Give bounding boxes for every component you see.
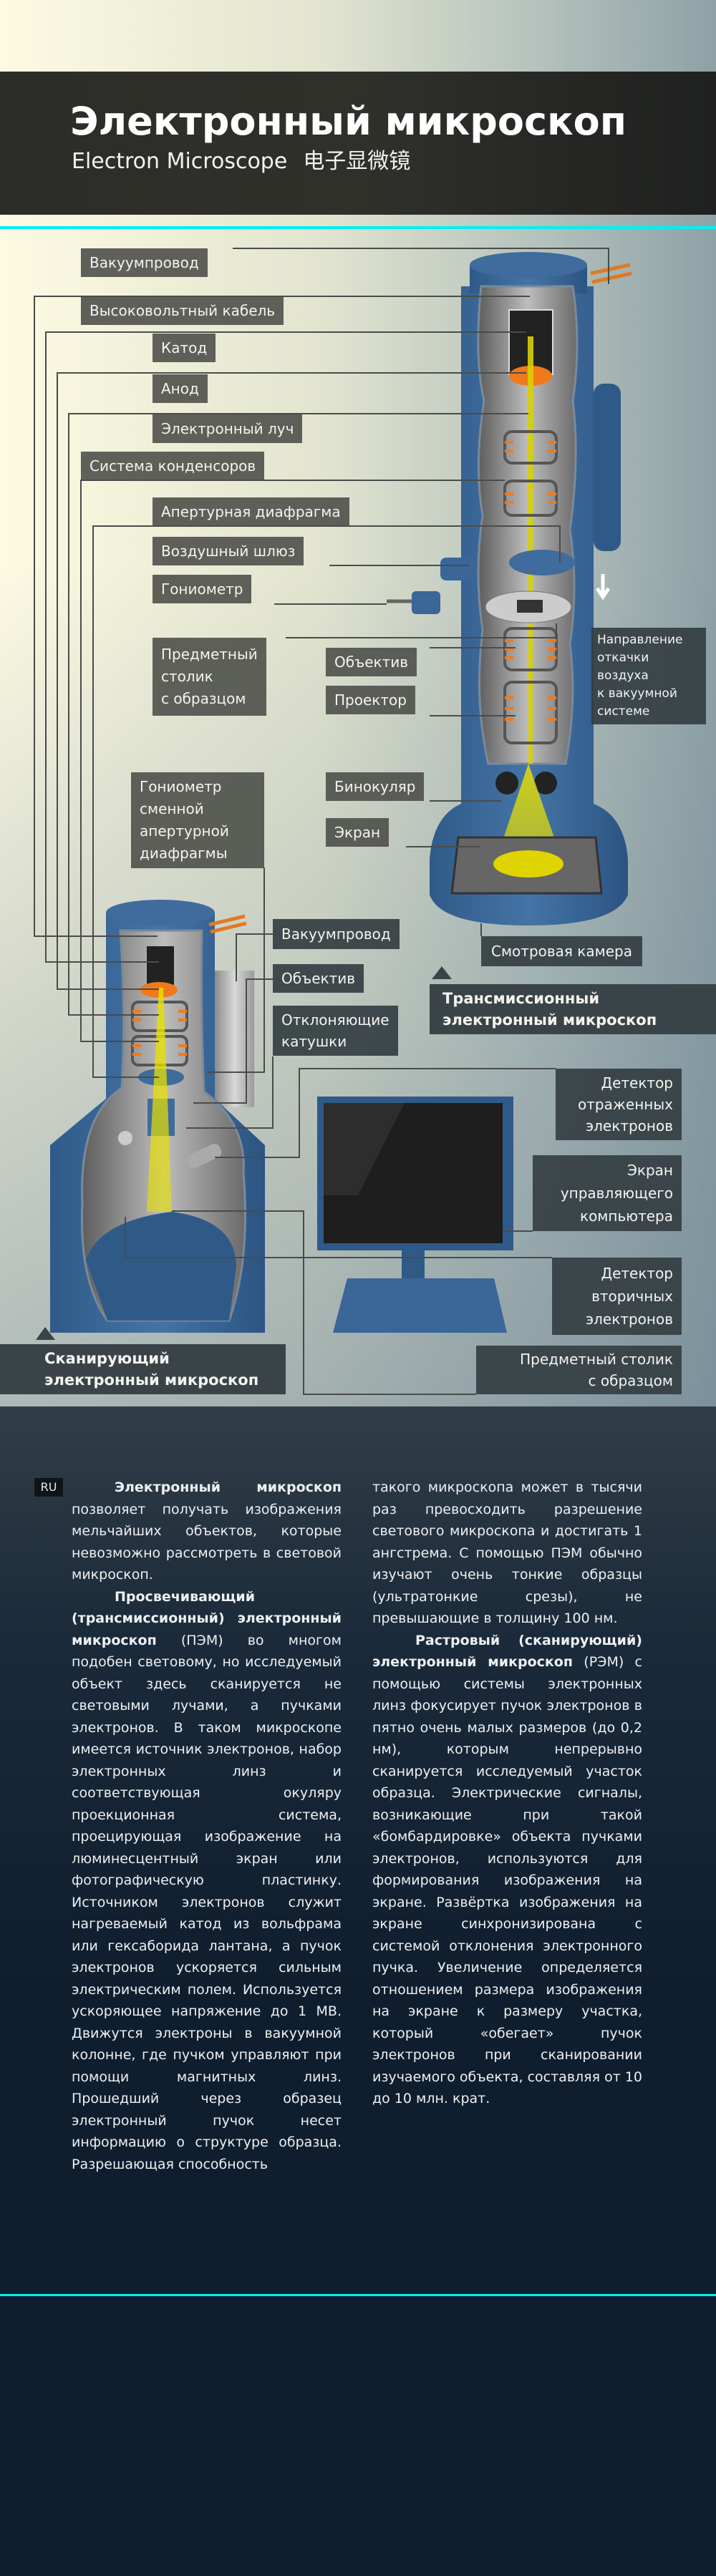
label-line: управляющего bbox=[560, 1185, 673, 1202]
label-line: Трансмиссионный bbox=[442, 990, 600, 1007]
label-sem-vacuum-line: Вакуумпровод bbox=[273, 919, 400, 949]
label-secondary-detector: Детектор вторичных электронов bbox=[552, 1258, 682, 1335]
computer-monitor-drawing bbox=[317, 1097, 513, 1333]
label-binocular: Бинокуляр bbox=[326, 772, 425, 801]
label-line: Сканирующий bbox=[44, 1350, 170, 1367]
language-badge: RU bbox=[34, 1478, 63, 1497]
label-anode: Анод bbox=[153, 374, 208, 403]
label-airlock: Воздушный шлюз bbox=[153, 537, 304, 565]
label-backscatter-detector: Детектор отраженных электронов bbox=[556, 1069, 682, 1140]
label-stage: Предметный столик с образцом bbox=[153, 638, 266, 716]
label-line: столик bbox=[161, 668, 213, 685]
label-line: электронов bbox=[586, 1117, 673, 1134]
label-hv-cable: Высоковольтный кабель bbox=[81, 296, 284, 325]
label-line: электронный микроскоп bbox=[442, 1011, 657, 1029]
microscope-illustration bbox=[34, 248, 632, 1395]
label-line: Направление bbox=[597, 633, 683, 647]
label-line: электронов bbox=[586, 1311, 673, 1328]
tem-pointer-icon bbox=[432, 966, 452, 979]
title-bar bbox=[0, 72, 716, 215]
scanning-microscope-drawing bbox=[50, 900, 265, 1333]
sem-title: Сканирующий электронный микроскоп bbox=[0, 1344, 286, 1394]
label-line: Экран bbox=[626, 1162, 673, 1179]
label-line: диафрагмы bbox=[140, 845, 228, 862]
label-vacuum-line: Вакуумпровод bbox=[81, 248, 208, 277]
label-line: Предметный bbox=[161, 646, 258, 663]
paragraph-text: (ПЭМ) во многом подобен световому, но ис… bbox=[72, 1632, 342, 2172]
label-line: с образцом bbox=[588, 1372, 673, 1389]
label-line: катушки bbox=[281, 1033, 347, 1050]
label-line: компьютера bbox=[579, 1207, 673, 1225]
transmission-microscope-drawing bbox=[387, 252, 632, 925]
label-projector: Проектор bbox=[326, 686, 415, 714]
label-sem-stage: Предметный столик с образцом bbox=[476, 1346, 682, 1394]
label-computer-screen: Экран управляющего компьютера bbox=[533, 1155, 682, 1231]
article-background bbox=[0, 1406, 716, 2576]
label-line: с образцом bbox=[161, 690, 246, 707]
label-line: системе bbox=[597, 704, 650, 719]
label-electron-beam: Электронный луч bbox=[153, 414, 303, 443]
label-pump-direction: Направление откачки воздуха к вакуумной сист… bbox=[591, 628, 706, 724]
label-line: откачки bbox=[597, 651, 649, 665]
accent-divider-bottom bbox=[0, 2294, 716, 2296]
subtitle-chinese: 电子显微镜 bbox=[303, 149, 411, 174]
article-column-right: такого микроскопа может в тысячи раз пре… bbox=[372, 1477, 642, 2110]
page-subtitle: Electron Microscope 电子显微镜 bbox=[72, 147, 426, 176]
label-line: сменной bbox=[140, 800, 204, 817]
article-column-left: Электронный микроскоп позволяет получать… bbox=[72, 1477, 342, 2175]
paragraph-tem-continued: такого микроскопа может в тысячи раз пре… bbox=[372, 1479, 642, 1626]
label-line: воздуха bbox=[597, 669, 649, 683]
label-cathode: Катод bbox=[153, 334, 216, 362]
term-electron-microscope: Электронный микроскоп bbox=[115, 1479, 342, 1495]
tem-title: Трансмиссионный электронный микроскоп bbox=[430, 984, 716, 1034]
label-line: Детектор bbox=[601, 1074, 673, 1092]
label-line: Гониометр bbox=[140, 778, 222, 795]
label-line: Предметный столик bbox=[520, 1351, 673, 1368]
accent-divider-top bbox=[0, 226, 716, 229]
term-sem: Растровый (сканирующий) электронный микр… bbox=[372, 1632, 642, 1671]
label-objective: Объектив bbox=[326, 648, 417, 676]
page-title: Электронный микроскоп bbox=[70, 99, 627, 144]
label-line: Отклоняющие bbox=[281, 1011, 390, 1029]
label-sem-objective: Объектив bbox=[273, 964, 364, 993]
label-line: апертурной bbox=[140, 822, 229, 840]
label-viewing-chamber: Смотровая камера bbox=[481, 936, 642, 966]
arrow-down-icon bbox=[595, 574, 611, 601]
label-goniometer: Гониометр bbox=[153, 575, 252, 603]
subtitle-english: Electron Microscope bbox=[72, 149, 288, 174]
label-deflection-coils: Отклоняющие катушки bbox=[273, 1006, 398, 1056]
label-aperture: Апертурная диафрагма bbox=[153, 497, 349, 526]
paragraph-tem: Просвечивающий (трансмиссионный) электро… bbox=[72, 1586, 342, 2176]
label-goniometer-aperture: Гониометр сменной апертурной диафрагмы bbox=[131, 772, 264, 868]
label-line: электронный микроскоп bbox=[44, 1371, 259, 1389]
paragraph-text: позволяет получать изображения мельчайши… bbox=[72, 1501, 342, 1583]
paragraph-text: (РЭМ) с помощью системы электронных линз… bbox=[372, 1654, 642, 2106]
label-line: вторичных bbox=[591, 1288, 673, 1305]
label-line: отраженных bbox=[578, 1096, 673, 1113]
paragraph-sem: Растровый (сканирующий) электронный микр… bbox=[372, 1630, 642, 2110]
label-line: к вакуумной bbox=[597, 686, 677, 701]
label-screen: Экран bbox=[326, 818, 390, 847]
sem-pointer-icon bbox=[36, 1327, 55, 1340]
term-tem: Просвечивающий (трансмиссионный) электро… bbox=[72, 1588, 342, 1648]
label-line: Детектор bbox=[601, 1265, 673, 1282]
label-condensers: Система конденсоров bbox=[81, 452, 265, 480]
paragraph-intro: Электронный микроскоп позволяет получать… bbox=[72, 1477, 342, 1586]
